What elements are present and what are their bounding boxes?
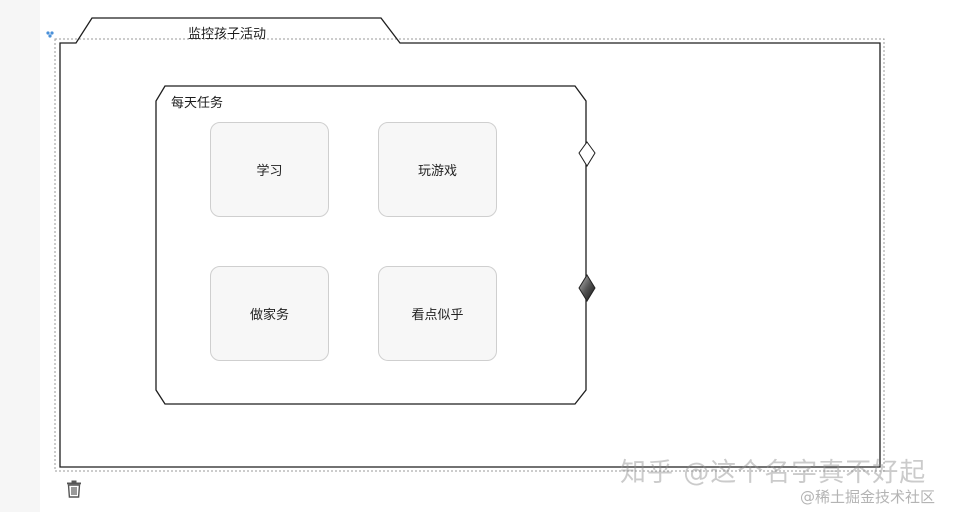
task-node-chores[interactable]: 做家务 bbox=[210, 266, 329, 361]
diamond-filled-icon[interactable] bbox=[578, 274, 596, 302]
task-node-label: 玩游戏 bbox=[417, 164, 457, 179]
task-node-label: 看点似乎 bbox=[411, 308, 464, 323]
task-node-study[interactable]: 学习 bbox=[210, 122, 329, 217]
canvas-gutter bbox=[0, 0, 40, 512]
watermark-subtext: @稀土掘金技术社区 bbox=[800, 488, 936, 506]
selection-outline[interactable] bbox=[54, 38, 885, 472]
trash-icon[interactable] bbox=[66, 480, 82, 498]
inner-group-title: 每天任务 bbox=[171, 96, 224, 111]
resize-handle-icon[interactable] bbox=[46, 31, 54, 38]
task-node-label: 做家务 bbox=[249, 308, 289, 323]
task-node-watch[interactable]: 看点似乎 bbox=[378, 266, 497, 361]
inner-group-frame[interactable] bbox=[155, 85, 587, 405]
watermark-text: 知乎 @这个名字真不好起 bbox=[620, 458, 927, 488]
outer-group-title: 监控孩子活动 bbox=[188, 27, 267, 42]
task-node-label: 学习 bbox=[256, 164, 283, 179]
task-node-games[interactable]: 玩游戏 bbox=[378, 122, 497, 217]
outer-group-frame[interactable] bbox=[59, 17, 881, 468]
diamond-outline-icon[interactable] bbox=[578, 141, 596, 167]
